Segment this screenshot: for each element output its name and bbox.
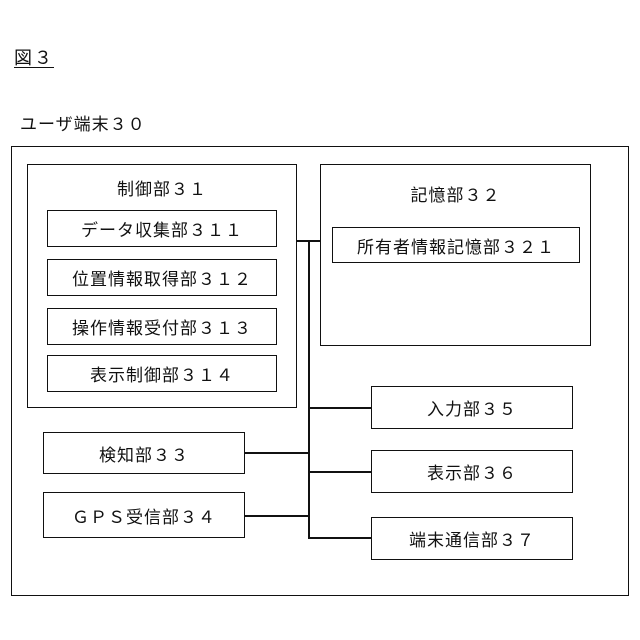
- gps-receiver-box: ＧＰＳ受信部３４: [43, 492, 245, 538]
- terminal-title: ユーザ端末３０: [20, 110, 146, 135]
- connector-bus-vertical: [308, 240, 310, 538]
- control-module-display-control: 表示制御部３１４: [47, 355, 277, 392]
- connector-input: [308, 407, 372, 409]
- connector-detector: [244, 452, 309, 454]
- control-module-operation: 操作情報受付部３１３: [47, 308, 277, 345]
- connector-comm: [308, 537, 372, 539]
- display-unit-box: 表示部３６: [371, 450, 573, 493]
- comm-unit-box: 端末通信部３７: [371, 517, 573, 560]
- control-unit-title: 制御部３１: [27, 176, 297, 198]
- storage-module-owner-info: 所有者情報記憶部３２１: [332, 227, 580, 263]
- control-module-data-collection: データ収集部３１１: [47, 210, 277, 247]
- detector-box: 検知部３３: [43, 432, 245, 474]
- connector-display: [308, 471, 372, 473]
- storage-unit-title: 記憶部３２: [320, 182, 591, 204]
- input-unit-box: 入力部３５: [371, 386, 573, 429]
- connector-gps: [244, 515, 309, 517]
- figure-label: 図３: [14, 44, 54, 70]
- control-module-location: 位置情報取得部３１２: [47, 259, 277, 296]
